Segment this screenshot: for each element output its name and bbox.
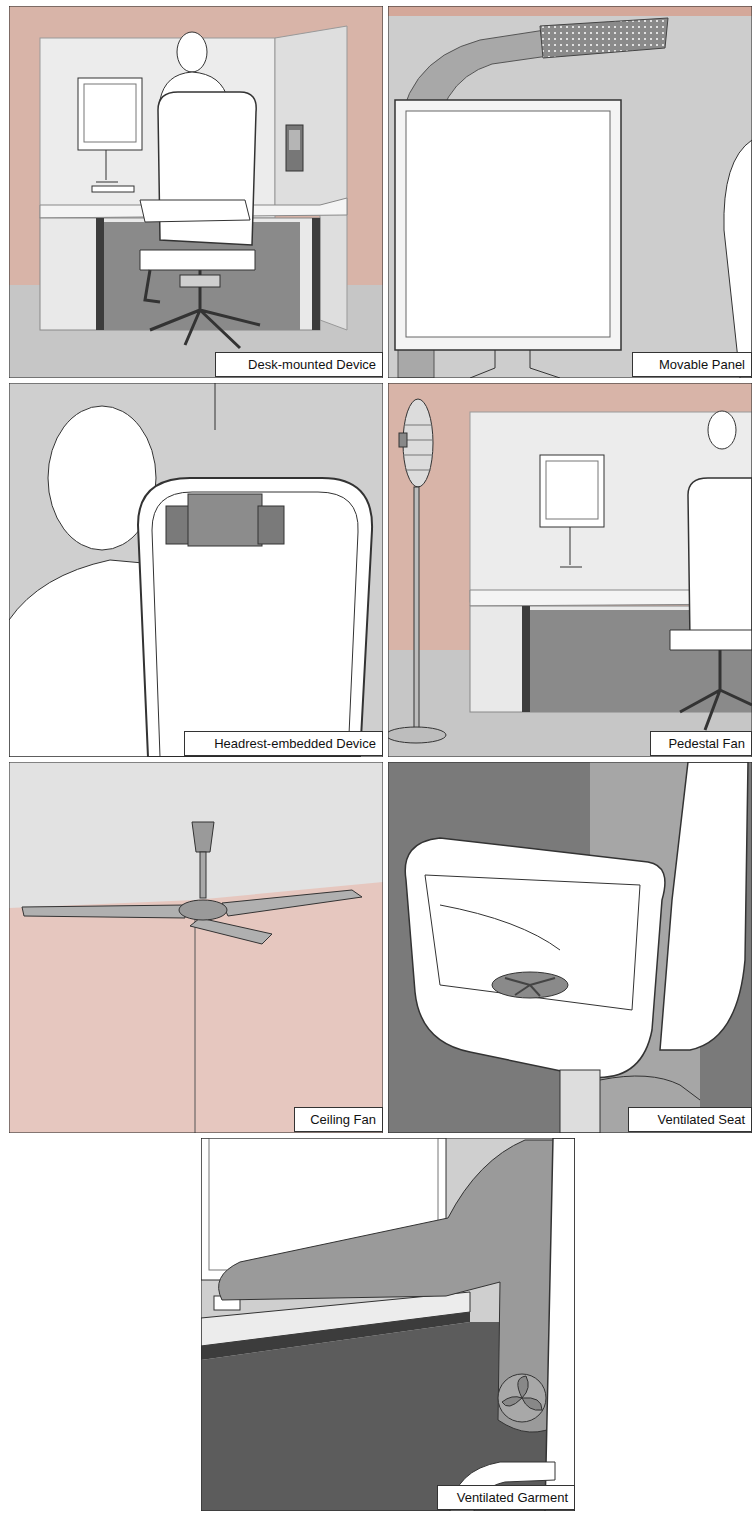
chair-column: [180, 275, 220, 287]
label-text: Ceiling Fan: [301, 1111, 376, 1128]
panel-frame: [388, 762, 752, 1133]
desk-device: [286, 125, 303, 171]
fan-downrod: [200, 852, 206, 898]
chair-back: [545, 1138, 575, 1511]
label-text: Pedestal Fan: [657, 735, 745, 752]
monitor-stand: [560, 527, 582, 567]
ceiling-fan-panel: [9, 762, 383, 1133]
chair-seat: [405, 838, 665, 1077]
desk-device-panel: [9, 6, 383, 378]
panel-frame: [388, 6, 752, 378]
label-text: Desk-mounted Device: [222, 356, 376, 373]
garment-fan: [498, 1374, 546, 1422]
fan-motor: [399, 433, 407, 447]
monitor: [78, 78, 142, 150]
panel-frame: [9, 383, 383, 757]
ventilated-seat-panel: [388, 762, 752, 1133]
chair-back: [158, 92, 256, 245]
seat-crease: [440, 905, 560, 950]
panel-frame: [388, 383, 752, 757]
label-text: Ventilated Seat: [635, 1111, 745, 1128]
fan-blade: [22, 905, 185, 918]
panel-frame: [9, 6, 383, 378]
panel-label: Desk-mounted Device: [215, 352, 383, 377]
fan-pole: [414, 487, 419, 730]
partition-seam: [215, 383, 216, 430]
ventilated-garment-panel: [201, 1138, 575, 1511]
head: [177, 32, 207, 72]
wall: [9, 882, 383, 1133]
pedestal-fan-panel: [388, 383, 752, 757]
seat-cushion: [425, 875, 640, 1010]
monitor-stand: [96, 150, 118, 182]
head: [708, 411, 736, 449]
movable-panel-panel: [388, 6, 752, 378]
desk-edge: [96, 218, 104, 330]
chair-column: [560, 1070, 600, 1133]
label-text: Movable Panel: [639, 356, 745, 373]
panel-label: Headrest-embedded Device: [184, 731, 383, 756]
wall: [388, 762, 752, 1133]
panel-label: Ventilated Garment: [437, 1485, 575, 1510]
monitor-screen: [406, 111, 610, 337]
wall: [388, 383, 752, 757]
monitor: [395, 100, 621, 350]
fan-motor: [179, 900, 227, 920]
chair-base: [145, 270, 260, 348]
panel-frame: [201, 1138, 575, 1511]
panel-label: Movable Panel: [632, 352, 752, 377]
garment-sleeve: [219, 1140, 575, 1432]
chair-back: [688, 478, 752, 640]
panel-label: Ventilated Seat: [628, 1107, 752, 1132]
person-shoulder: [724, 140, 752, 378]
desk-edge: [312, 218, 320, 330]
vent-panel: [540, 18, 668, 58]
chair-mechanism: [600, 1076, 700, 1100]
label-text: Headrest-embedded Device: [191, 735, 376, 752]
wall: [9, 6, 383, 378]
headrest-panel: [9, 383, 383, 757]
fan-blades: [505, 978, 555, 996]
wall-band: [388, 6, 752, 16]
desk-edge: [522, 606, 530, 712]
device-grille: [289, 130, 300, 150]
monitor: [540, 455, 604, 527]
chair-back: [138, 478, 372, 757]
label-text: Ventilated Garment: [444, 1489, 568, 1506]
headrest-side-unit: [258, 506, 284, 544]
monitor-screen: [546, 461, 598, 519]
ceiling: [9, 762, 383, 1133]
seat: [140, 250, 255, 270]
wall: [201, 1138, 575, 1511]
panel-label: Pedestal Fan: [650, 731, 752, 756]
chair-back-inner: [152, 492, 358, 757]
monitor-screen: [84, 84, 136, 142]
monitor-stand: [470, 350, 560, 378]
armrest: [140, 200, 250, 222]
seat-fan: [492, 972, 568, 998]
seat: [670, 630, 752, 650]
keyboard: [92, 186, 134, 192]
wall: [388, 6, 752, 378]
fan-blade: [190, 918, 272, 944]
chair-back: [660, 762, 748, 1050]
wall: [9, 383, 383, 757]
fan-base: [388, 727, 446, 743]
fan-blades: [502, 1376, 542, 1410]
headrest-device: [188, 494, 262, 546]
fan-canopy: [192, 822, 214, 852]
panel-frame: [9, 762, 383, 1133]
panel-label: Ceiling Fan: [294, 1107, 383, 1132]
wall-corner: [195, 900, 196, 1133]
fan-blade: [222, 890, 362, 916]
chair-base: [680, 650, 752, 730]
